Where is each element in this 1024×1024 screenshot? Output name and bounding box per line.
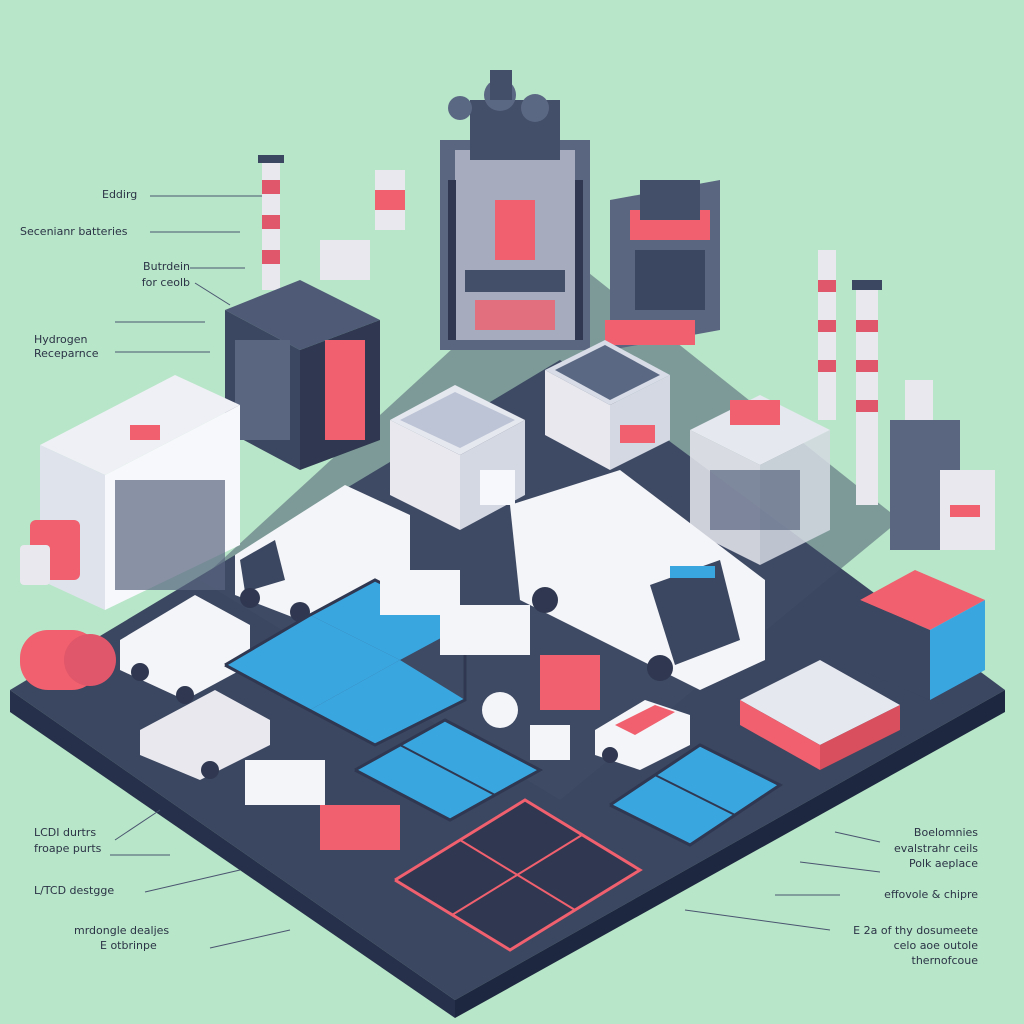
label-butrdein: Butrdein xyxy=(143,260,190,273)
chimneys-right xyxy=(818,250,882,505)
label-celo-aoe-outole: celo aoe outole xyxy=(893,939,978,952)
machinery-cube xyxy=(690,395,830,565)
fuel-cell-unit xyxy=(390,385,525,530)
label-secondary-batteries: Secenianr batteries xyxy=(20,225,128,238)
chimney-left xyxy=(258,155,284,290)
white-minibus xyxy=(510,470,765,690)
heat-exchanger-cube xyxy=(860,570,985,700)
solar-panels-main xyxy=(224,578,467,747)
label-evalstrahr-ceils: evalstrahr ceils xyxy=(893,842,978,855)
label-mrdongle-dealjes: mrdongle dealjes xyxy=(74,924,170,937)
chassis-frame xyxy=(140,690,270,780)
compressor-right xyxy=(890,380,995,550)
solar-panels-mid xyxy=(354,718,544,822)
label-thernofcoue: thernofcoue xyxy=(911,954,978,967)
leader-lines xyxy=(110,195,881,949)
central-refinery xyxy=(440,70,590,350)
battery-trays-right xyxy=(740,660,900,770)
generator-left xyxy=(20,520,80,585)
red-car xyxy=(595,700,690,770)
small-components xyxy=(245,570,600,850)
label-hydrogen: Hydrogen xyxy=(34,333,88,346)
label-for-ceolb: for ceolb xyxy=(141,276,190,289)
label-froape-purts: froape purts xyxy=(34,842,102,855)
label-eddirg: Eddirg xyxy=(102,188,138,201)
label-e2a-dosumeete: E 2a of thy dosumeete xyxy=(853,924,978,937)
label-ltcd-destgge: L/TCD destgge xyxy=(34,884,115,897)
cell-stack-unit xyxy=(545,340,670,470)
dark-mesh-panels xyxy=(394,798,643,952)
label-receparnce: Receparnce xyxy=(34,347,99,360)
white-car xyxy=(120,595,250,704)
battery-cabinet xyxy=(225,170,405,470)
label-effovole-chipre: effovole & chipre xyxy=(884,888,978,901)
solar-panels-right xyxy=(609,743,783,847)
reactor-structure xyxy=(605,180,720,350)
red-tank xyxy=(20,630,116,690)
label-boelomnies: Boelomnies xyxy=(913,826,978,839)
label-e-otbrinpe: E otbrinpe xyxy=(100,939,157,952)
label-polk-aeplace: Polk aeplace xyxy=(909,857,978,870)
label-lcdi-durtrs: LCDI durtrs xyxy=(34,826,97,839)
